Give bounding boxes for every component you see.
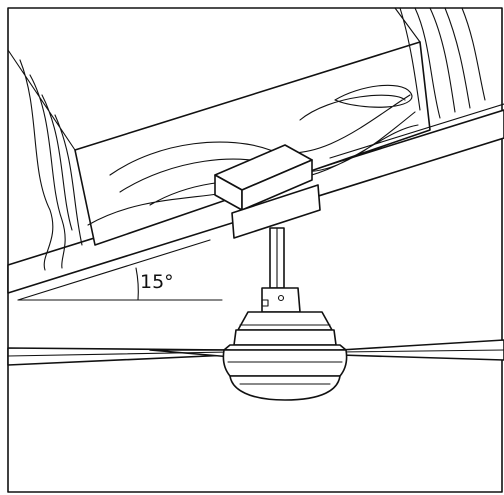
right-wood-panel: [394, 7, 486, 119]
downrod: [269, 227, 285, 289]
mounting-bracket: [214, 144, 313, 211]
fan-lower-housing: [222, 349, 348, 401]
left-wood-panel: [7, 49, 83, 271]
ceiling-beam: [74, 41, 431, 246]
fan-motor-housing: [223, 287, 347, 351]
sloped-ceiling: [7, 7, 504, 301]
canopy: [231, 184, 321, 239]
angle-indicator: 15°: [17, 267, 223, 301]
angle-arc: [135, 267, 139, 301]
ceiling-edge-line-right: [329, 103, 504, 159]
ceiling-edge-line: [17, 239, 211, 301]
angle-label: 15°: [140, 271, 174, 293]
diagram-frame: [7, 7, 503, 493]
